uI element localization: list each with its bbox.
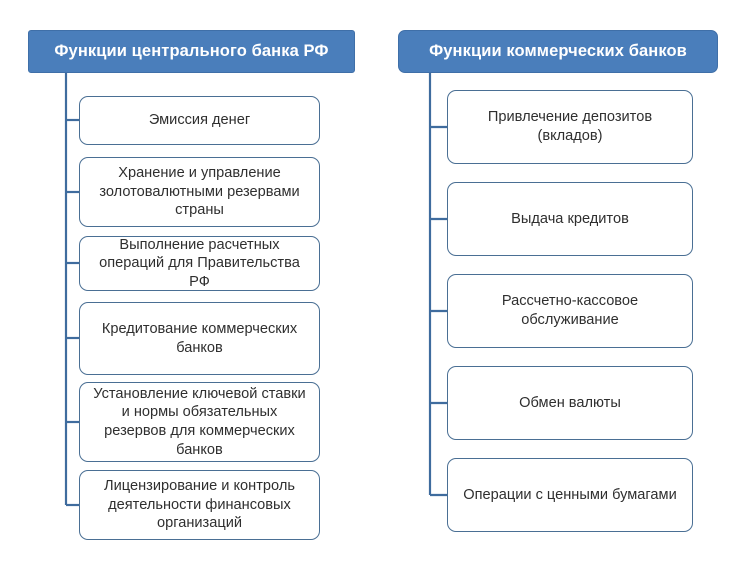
node-central-bank-2: Хранение и управление золотовалютными ре… <box>79 157 320 227</box>
node-label: Выдача кредитов <box>511 210 629 227</box>
node-commercial-bank-5: Операции с ценными бумагами <box>447 458 693 532</box>
node-central-bank-3: Выполнение расчетных операций для Правит… <box>79 236 320 291</box>
node-central-bank-5: Установление ключевой ставки и нормы обя… <box>79 382 320 462</box>
node-label: Установление ключевой ставки и нормы обя… <box>93 385 306 458</box>
node-label: Обмен валюты <box>519 394 621 411</box>
node-central-bank-1: Эмиссия денег <box>79 96 320 145</box>
node-label: Рассчетно-кассовое обслуживание <box>501 293 639 328</box>
column-header-central-bank: Функции центрального банка РФ <box>28 30 355 73</box>
node-label: Лицензирование и контроль деятельности ф… <box>104 477 295 532</box>
node-label: Привлечение депозитов (вкладов) <box>487 109 653 144</box>
node-central-bank-6: Лицензирование и контроль деятельности ф… <box>79 470 320 540</box>
node-label: Выполнение расчетных операций для Правит… <box>99 236 300 290</box>
column-header-commercial-banks: Функции коммерческих банков <box>398 30 718 73</box>
node-label: Хранение и управление золотовалютными ре… <box>99 164 300 219</box>
node-central-bank-4: Кредитование коммерческих банков <box>79 302 320 375</box>
node-label: Эмиссия денег <box>148 112 251 129</box>
node-commercial-bank-2: Выдача кредитов <box>447 182 693 256</box>
node-commercial-bank-1: Привлечение депозитов (вкладов) <box>447 90 693 164</box>
node-label: Операции с ценными бумагами <box>463 486 677 503</box>
node-label: Кредитование коммерческих банков <box>101 320 298 356</box>
node-commercial-bank-4: Обмен валюты <box>447 366 693 440</box>
node-commercial-bank-3: Рассчетно-кассовое обслуживание <box>447 274 693 348</box>
